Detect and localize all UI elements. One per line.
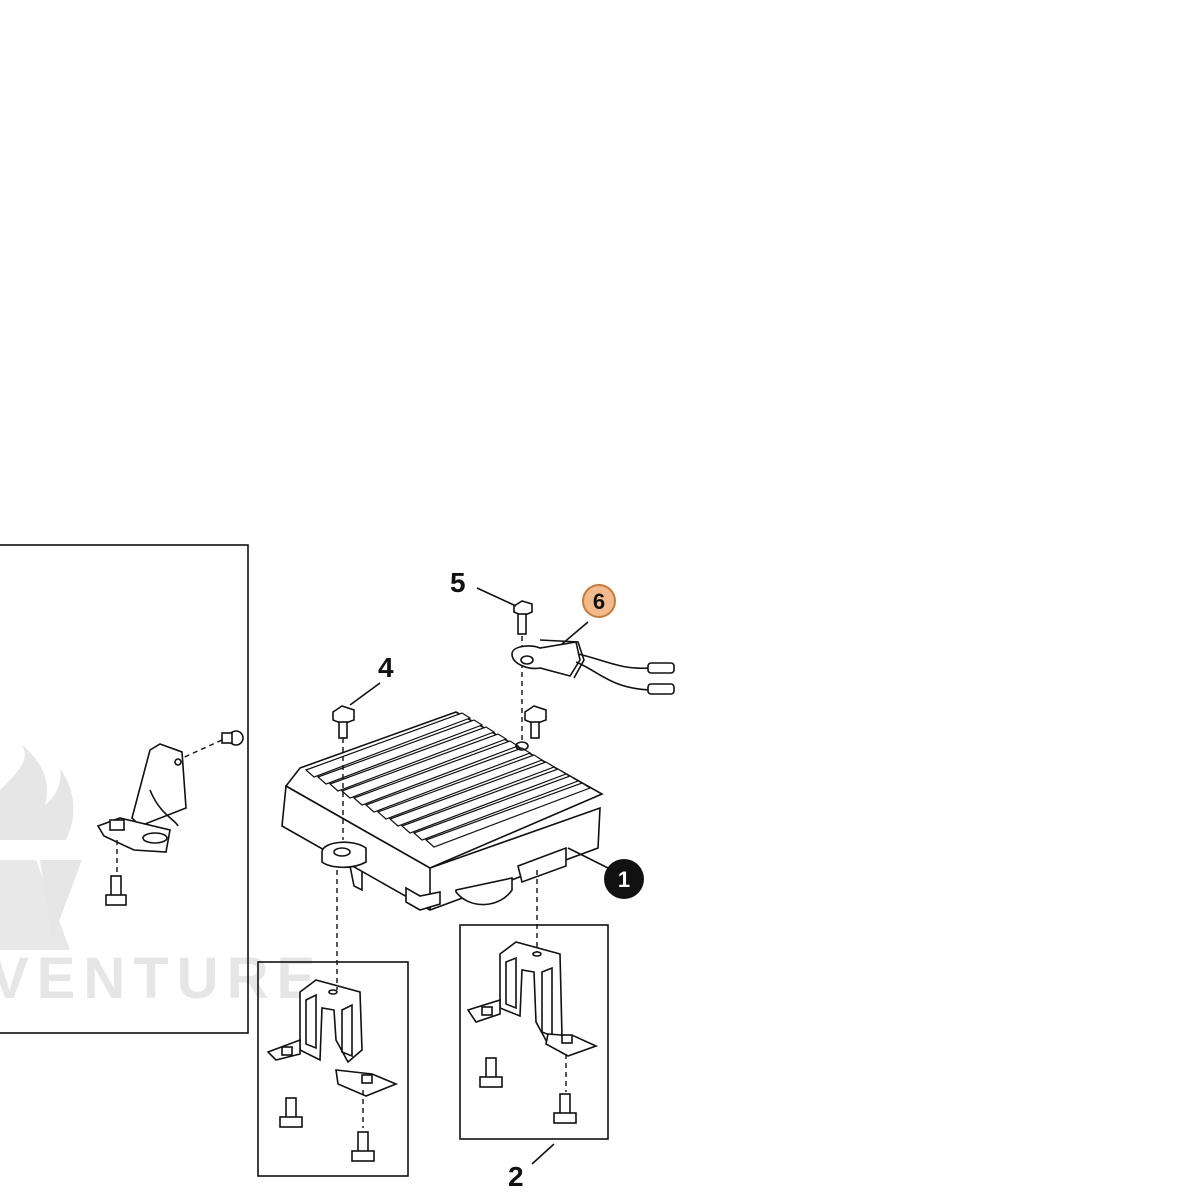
callout-2: 2 bbox=[508, 1161, 524, 1192]
leader-4 bbox=[349, 682, 381, 706]
callout-6: 6 bbox=[593, 589, 605, 614]
bracket-left-bolt-b-icon bbox=[351, 1131, 375, 1162]
heat-sink-fins bbox=[304, 712, 592, 848]
callout-4: 4 bbox=[378, 652, 394, 683]
watermark-text: VENTURE bbox=[0, 946, 323, 1011]
leader-6 bbox=[561, 621, 589, 645]
callout-6-badge: 6 bbox=[582, 584, 616, 618]
bracket-bolt-icon bbox=[105, 875, 127, 906]
inset-box-left bbox=[0, 544, 249, 1034]
leader-2 bbox=[531, 1143, 555, 1165]
bracket-right-bolt-b-icon bbox=[553, 1093, 577, 1124]
l-bracket-icon bbox=[96, 743, 187, 853]
bracket-right-bolt-a-icon bbox=[479, 1057, 503, 1088]
bolt-4-icon bbox=[332, 705, 355, 739]
callout-5: 5 bbox=[450, 567, 466, 598]
ground-lead-6-icon bbox=[511, 639, 675, 695]
bolt-4b-icon bbox=[524, 705, 547, 739]
inset-box-bracket-left bbox=[257, 961, 409, 1177]
leader-1 bbox=[567, 847, 609, 869]
inset-box-bracket-right bbox=[459, 924, 609, 1140]
bracket-screw-icon bbox=[221, 730, 244, 746]
watermark-logo bbox=[0, 745, 82, 950]
leader-5 bbox=[476, 587, 517, 607]
voltage-regulator-icon bbox=[281, 711, 604, 911]
bolt-5-icon bbox=[513, 600, 533, 635]
bracket-left-bolt-a-icon bbox=[279, 1097, 303, 1128]
callout-1: 1 bbox=[618, 867, 630, 892]
callout-1-badge: 1 bbox=[604, 859, 644, 899]
